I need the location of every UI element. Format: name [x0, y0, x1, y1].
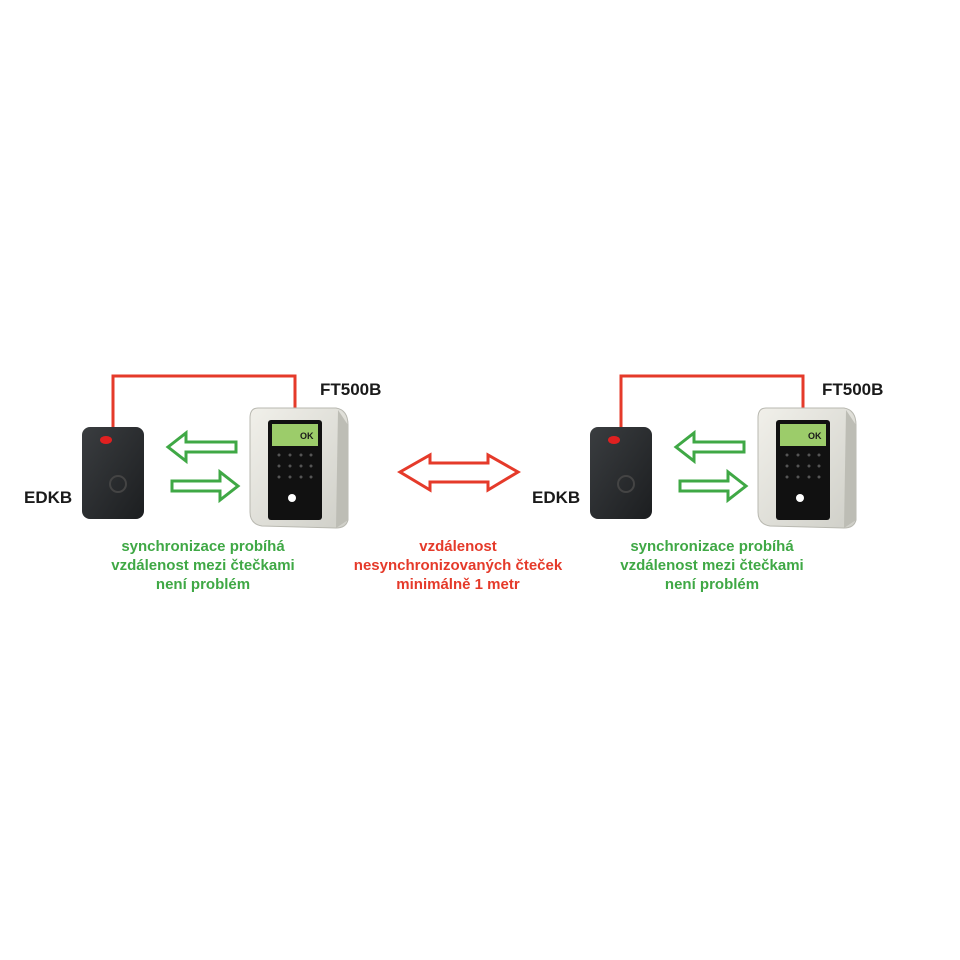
sync-group-left: OK EDKB FT500B synchronizace probíhá vzd…	[24, 374, 381, 593]
caption-line: synchronizace probíhá	[121, 538, 285, 555]
terminal-screen-text: OK	[300, 431, 314, 441]
terminal-screen-text: OK	[808, 431, 822, 441]
caption-line: vzdálenost mezi čtečkami	[620, 557, 803, 574]
edkb-and-ft500b-devices	[80, 374, 350, 530]
reader-label: EDKB	[532, 488, 580, 507]
edkb-and-ft500b-devices	[588, 374, 858, 530]
caption-line: není problém	[665, 576, 759, 593]
terminal-label: FT500B	[822, 380, 883, 399]
reader-label: EDKB	[24, 488, 72, 507]
caption-line: vzdálenost	[419, 538, 497, 555]
distance-indicator: vzdálenost nesynchronizovaných čteček mi…	[354, 452, 563, 593]
caption-line: nesynchronizovaných čteček	[354, 557, 563, 574]
caption-line: vzdálenost mezi čtečkami	[111, 557, 294, 574]
sync-group-right: OK EDKB FT500B synchronizace probíhá vzd…	[532, 374, 883, 593]
terminal-label: FT500B	[320, 380, 381, 399]
caption-line: minimálně 1 metr	[396, 576, 520, 593]
double-arrow-icon	[397, 452, 521, 493]
caption-line: synchronizace probíhá	[630, 538, 794, 555]
caption-line: není problém	[156, 576, 250, 593]
